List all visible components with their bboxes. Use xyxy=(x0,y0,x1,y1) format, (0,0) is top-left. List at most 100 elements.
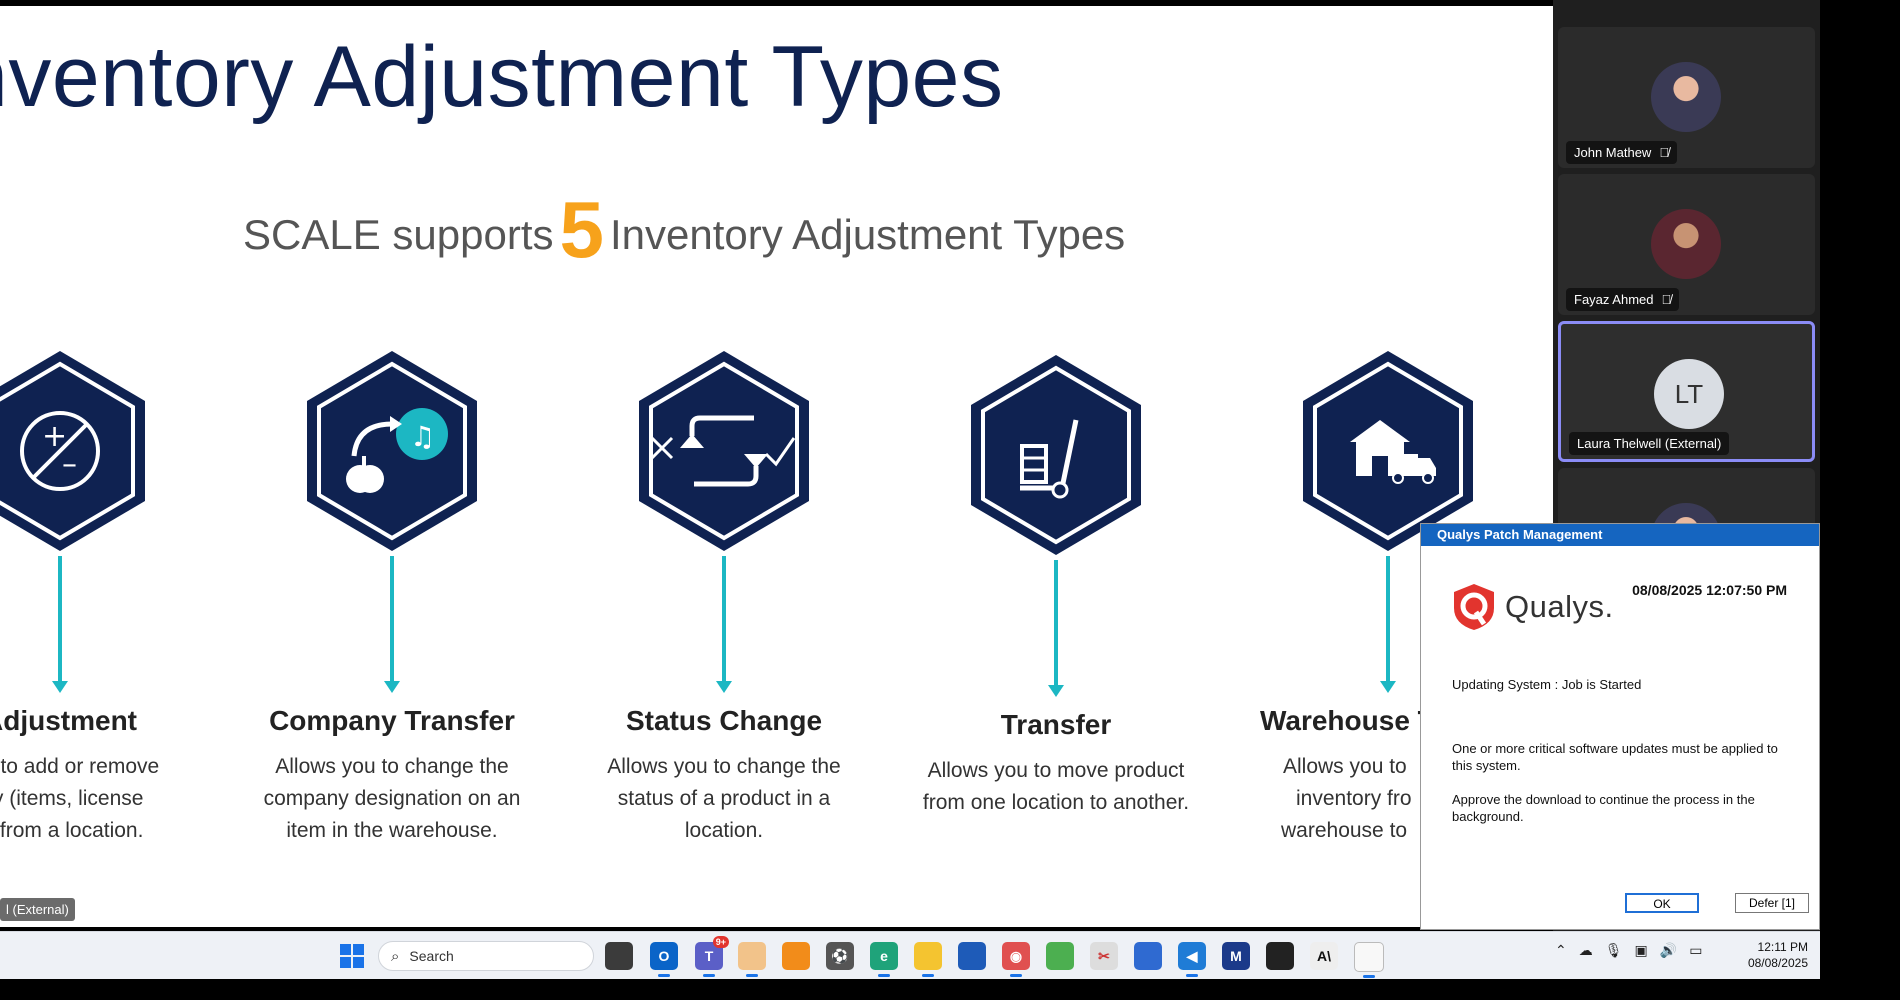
vscode-icon[interactable]: ◀ xyxy=(1178,942,1206,977)
connector-line xyxy=(1386,556,1390,681)
participant-tile[interactable]: John Mathew 🎙̸ xyxy=(1558,27,1815,168)
edge-icon[interactable]: e xyxy=(870,942,898,977)
connector-arrow xyxy=(716,681,732,693)
desc-line: location. xyxy=(684,819,764,842)
connector-line xyxy=(722,556,726,681)
participant-tile-active[interactable]: LT Laura Thelwell (External) xyxy=(1558,321,1815,462)
sketch-icon[interactable] xyxy=(782,942,810,970)
desc-line: warehouse to xyxy=(1281,819,1408,842)
dialog-status: Updating System : Job is Started xyxy=(1452,677,1642,692)
snipping-tool-icon[interactable]: ✂ xyxy=(1090,942,1118,970)
chevron-up-icon[interactable]: ⌃ xyxy=(1555,942,1567,958)
teams-badge: 9+ xyxy=(712,936,729,948)
screen-border xyxy=(0,979,1900,1000)
screen-border xyxy=(1820,0,1900,1000)
svg-text:+: + xyxy=(42,419,67,454)
volume-icon[interactable]: 🔊 xyxy=(1659,942,1678,958)
participant-tile[interactable]: Fayaz Ahmed 🎙̸ xyxy=(1558,174,1815,315)
connector-arrow xyxy=(1048,685,1064,697)
system-tray: ⌃ ☁ 🎙 ▣ 🔊 ▭ xyxy=(1555,942,1702,959)
onedrive-icon[interactable]: ☁ xyxy=(1578,942,1593,958)
mic-icon[interactable]: 🎙 xyxy=(1604,942,1623,958)
subtitle-pre: SCALE supports xyxy=(243,211,554,258)
transfer-column: Transfer Allows you to move product from… xyxy=(906,350,1206,819)
chart-app-icon[interactable] xyxy=(1046,942,1074,970)
desc-line: company designation on an xyxy=(263,787,521,810)
participant-name-pill: Fayaz Ahmed 🎙̸ xyxy=(1566,288,1680,311)
qualys-brand: Qualys. xyxy=(1505,589,1614,624)
mic-off-icon: 🎙̸ xyxy=(1661,292,1672,307)
desc-line: tity (items, license xyxy=(0,787,144,810)
column-description: Allows you to move product from one loca… xyxy=(906,755,1206,819)
ai-app-icon[interactable]: A\ xyxy=(1310,942,1338,970)
connector-arrow xyxy=(384,681,400,693)
participant-name: John Mathew xyxy=(1574,145,1652,160)
start-icon[interactable] xyxy=(340,944,364,968)
whiteboard-icon[interactable] xyxy=(738,942,766,977)
avatar xyxy=(1651,62,1721,132)
dialog-message: Approve the download to continue the pro… xyxy=(1452,792,1755,824)
participant-tile[interactable] xyxy=(1558,468,1815,528)
connector-arrow xyxy=(52,681,68,693)
column-description: you to add or remove tity (items, licens… xyxy=(0,751,210,847)
desc-line: status of a product in a xyxy=(617,787,831,810)
soccer-app-icon[interactable]: ⚽ xyxy=(826,942,854,970)
document-icon[interactable] xyxy=(1354,942,1384,978)
column-title: Status Change xyxy=(625,705,823,736)
apple-music-transfer-icon: ♫ xyxy=(302,346,482,556)
desc-line: from one location to another. xyxy=(922,791,1190,814)
recorder-icon[interactable]: ◉ xyxy=(1002,942,1030,977)
notepad-icon[interactable] xyxy=(1134,942,1162,970)
column-description: Allows you to change the status of a pro… xyxy=(574,751,874,847)
subtitle-post: Inventory Adjustment Types xyxy=(610,211,1126,258)
dialog-titlebar: Qualys Patch Management xyxy=(1421,524,1819,546)
dialog-timestamp: 08/08/2025 12:07:50 PM xyxy=(1632,582,1787,598)
company-transfer-column: ♫ Company Transfer Allows you to change … xyxy=(242,346,542,847)
clock-date: 08/08/2025 xyxy=(1747,956,1808,970)
qualys-logo: Qualys. xyxy=(1451,582,1614,632)
svg-text:–: – xyxy=(62,447,77,482)
connector-line xyxy=(1054,560,1058,685)
connector-arrow xyxy=(1380,681,1396,693)
status-change-column: Status Change Allows you to change the s… xyxy=(574,346,874,847)
svg-text:♫: ♫ xyxy=(410,420,435,453)
terminal-icon[interactable] xyxy=(1266,942,1294,970)
avatar xyxy=(1651,209,1721,279)
file-explorer-icon[interactable] xyxy=(914,942,942,977)
defer-button[interactable]: Defer [1] xyxy=(1735,893,1809,913)
app-m-icon[interactable]: M xyxy=(1222,942,1250,970)
subtitle-number: 5 xyxy=(559,185,605,274)
status-cycle-icon xyxy=(634,346,814,556)
store-icon[interactable] xyxy=(958,942,986,970)
battery-icon[interactable]: ▭ xyxy=(1689,942,1703,958)
taskbar-clock[interactable]: 12:11 PM 08/08/2025 xyxy=(1728,939,1808,971)
taskbar-search[interactable]: ⌕ Search xyxy=(378,941,594,971)
desc-line: Allows you to change the xyxy=(607,755,841,778)
search-icon: ⌕ xyxy=(391,947,400,965)
outlook-icon[interactable]: O xyxy=(650,942,678,977)
connector-line xyxy=(390,556,394,681)
plus-minus-icon: + – xyxy=(0,346,150,556)
participant-name: Laura Thelwell (External) xyxy=(1577,436,1722,451)
ok-button[interactable]: OK xyxy=(1625,893,1699,913)
warehouse-transfer-column: Warehouse T Allows you to inventory fro … xyxy=(1238,346,1538,847)
desc-line: s) from a location. xyxy=(0,819,144,842)
connector-line xyxy=(58,556,62,681)
desc-line: Allows you to change the xyxy=(275,755,509,778)
network-icon[interactable]: ▣ xyxy=(1634,942,1648,958)
mic-off-icon: 🎙̸ xyxy=(1659,145,1670,160)
qualys-shield-icon xyxy=(1454,584,1494,630)
participant-name: Fayaz Ahmed xyxy=(1574,292,1654,307)
column-title: Warehouse T xyxy=(1260,705,1435,736)
column-title: Company Transfer xyxy=(269,705,515,736)
task-view-icon[interactable] xyxy=(605,942,633,970)
shared-slide: nventory Adjustment Types SCALE supports… xyxy=(0,6,1553,927)
column-title: Adjustment xyxy=(0,705,137,736)
avatar-initials: LT xyxy=(1654,359,1724,429)
adjustment-type-column: + – Adjustment you to add or remove tity… xyxy=(0,346,210,847)
clock-time: 12:11 PM xyxy=(1757,940,1808,954)
search-placeholder: Search xyxy=(409,948,454,964)
hand-truck-icon xyxy=(966,350,1146,560)
